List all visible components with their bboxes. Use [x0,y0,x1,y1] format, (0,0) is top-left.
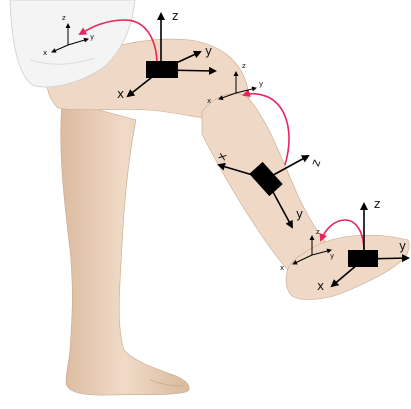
knee-global-x-label: x [207,97,211,105]
leg-illustration [10,0,409,395]
shank-sensor-y-label: y [296,207,303,221]
thigh-sensor-z-label: z [172,9,178,23]
thigh-sensor-block [146,61,178,78]
foot-sensor-x-label: x [317,279,324,293]
thigh-global-x-label: x [43,49,47,57]
ankle-global-z-label: z [316,228,320,236]
ankle-global-y-label: y [330,252,334,260]
thigh-global-z-label: z [62,14,66,22]
thigh-sensor-x-label: x [117,87,124,101]
standing-leg [61,100,189,395]
thigh-global-y-label: y [90,33,94,41]
knee-global-y-label: y [259,80,263,88]
knee-global-z-label: z [242,62,246,70]
thigh-sensor-y-label: y [205,44,212,58]
foot-sensor-z-label: z [374,197,380,211]
ankle-global-x-label: x [280,264,284,272]
shank-sensor-z-label: z [308,157,323,168]
foot-sensor-block [348,250,378,267]
foot-sensor-y-label: y [399,239,406,253]
